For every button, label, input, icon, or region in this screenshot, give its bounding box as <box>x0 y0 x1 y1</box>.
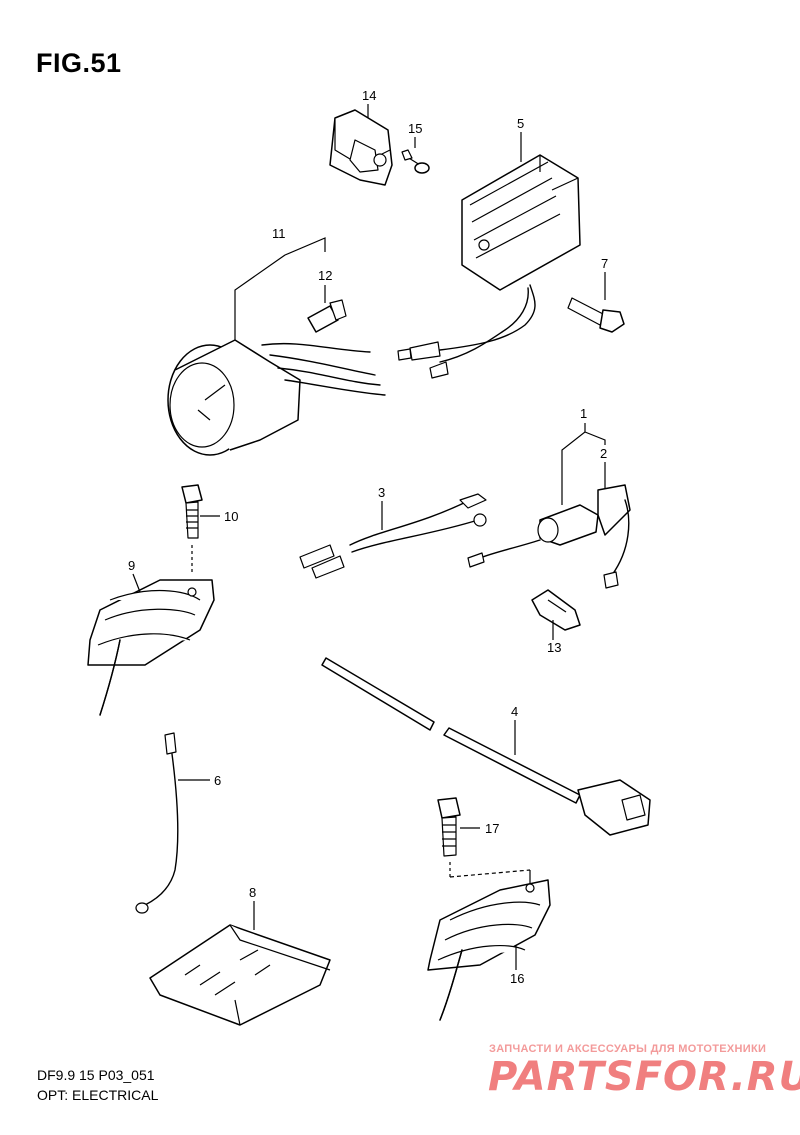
diagram-caption: OPT: ELECTRICAL <box>37 1087 159 1103</box>
part-7-bolt[interactable] <box>567 297 625 333</box>
part-13-clip[interactable] <box>531 589 581 631</box>
part-6-lead-wire[interactable] <box>135 732 179 914</box>
watermark-brand: PARTSFOR.RU <box>488 1054 800 1100</box>
part-9-coil[interactable] <box>87 579 215 716</box>
callout-7: 7 <box>601 256 608 271</box>
callout-15: 15 <box>408 121 422 136</box>
part-4-cable[interactable] <box>443 727 651 836</box>
part-8-bag-kit[interactable] <box>149 924 331 1026</box>
figure-title: FIG.51 <box>36 48 122 78</box>
callout-4: 4 <box>511 704 518 719</box>
callout-8: 8 <box>249 885 256 900</box>
callout-6: 6 <box>214 773 221 788</box>
part-11-gauge[interactable] <box>167 339 386 456</box>
part-10-bolt[interactable] <box>181 484 203 539</box>
part-1-switch[interactable] <box>467 504 599 568</box>
callout-14: 14 <box>362 88 376 103</box>
callout-12: 12 <box>318 268 332 283</box>
callout-9: 9 <box>128 558 135 573</box>
callout-11: 11 <box>272 226 286 241</box>
part-14-bracket[interactable] <box>329 109 393 186</box>
part-17-bolt[interactable] <box>437 797 461 857</box>
callout-10: 10 <box>224 509 238 524</box>
part-12-bulb[interactable] <box>307 299 347 333</box>
part-3-harness[interactable] <box>299 493 487 579</box>
protective-tube[interactable] <box>321 657 435 731</box>
callout-1: 1 <box>580 406 587 421</box>
part-15-screw[interactable] <box>401 149 430 174</box>
part-2-sensor[interactable] <box>597 484 631 589</box>
callout-17: 17 <box>485 821 499 836</box>
callout-13: 13 <box>547 640 561 655</box>
part-5-rectifier[interactable] <box>397 154 581 379</box>
callout-16: 16 <box>510 971 524 986</box>
part-16-coil[interactable] <box>427 879 551 1021</box>
callout-2: 2 <box>600 446 607 461</box>
diagram-code: DF9.9 15 P03_051 <box>37 1067 155 1083</box>
watermark-tagline: ЗАПЧАСТИ И АКСЕССУАРЫ ДЛЯ МОТОТЕХНИКИ <box>489 1043 767 1055</box>
callout-3: 3 <box>378 485 385 500</box>
callout-5: 5 <box>517 116 524 131</box>
